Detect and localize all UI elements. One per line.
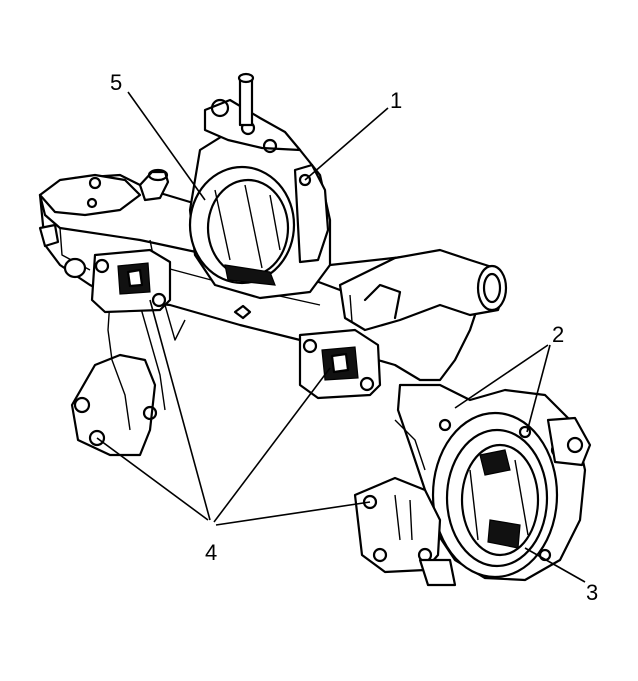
callout-1: 1 xyxy=(390,88,402,113)
leader-3 xyxy=(524,547,586,583)
callout-4: 4 xyxy=(205,540,217,565)
callout-5: 5 xyxy=(110,70,122,95)
leader-1 xyxy=(304,107,389,181)
lower-throttle-body xyxy=(353,383,592,587)
leader-4d xyxy=(215,501,371,526)
callout-labels: 1 2 3 4 5 xyxy=(110,70,598,605)
leader-4c xyxy=(213,367,331,523)
leader-4b xyxy=(149,299,211,521)
callout-2: 2 xyxy=(552,322,564,347)
leader-4a xyxy=(96,437,209,521)
leader-lines xyxy=(96,91,586,583)
callout-3: 3 xyxy=(586,580,598,605)
leader-2b xyxy=(526,344,551,433)
upper-throttle-body xyxy=(188,72,332,300)
leader-5 xyxy=(127,91,206,201)
leader-2a xyxy=(454,344,549,409)
coolant-outlet-pipe xyxy=(338,248,508,332)
